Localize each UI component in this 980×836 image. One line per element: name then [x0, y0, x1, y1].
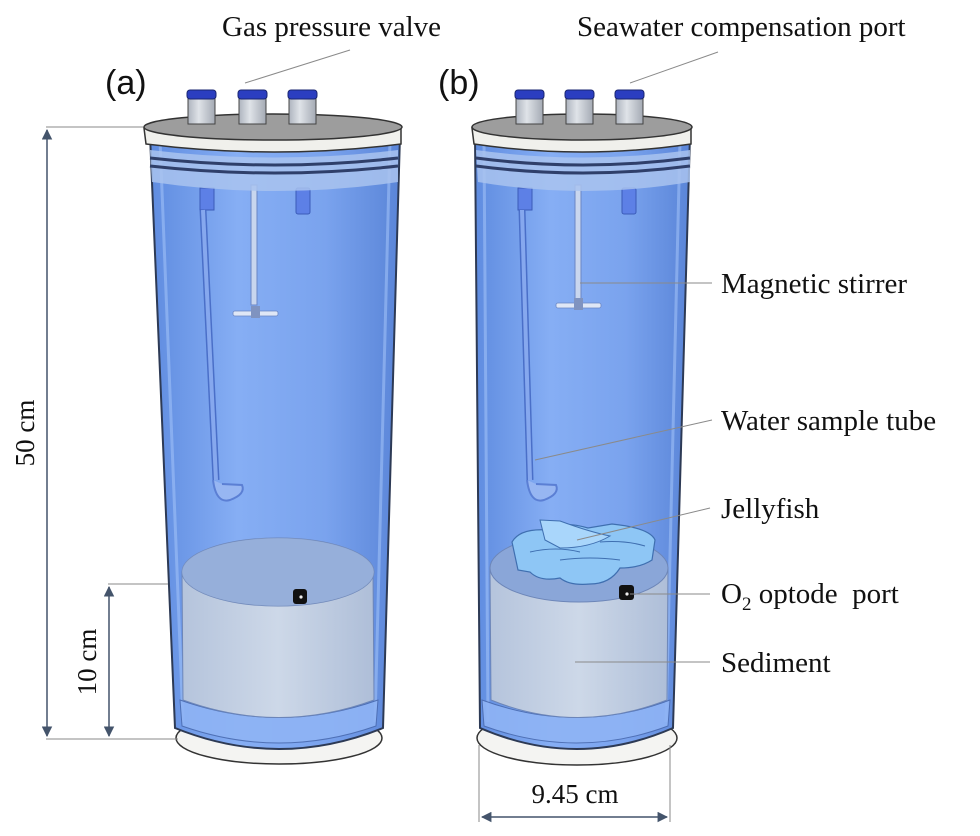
panel-label-a: (a)	[105, 64, 147, 102]
leader-gas-pressure-valve	[244, 49, 351, 84]
dimension-height	[41, 126, 178, 740]
label-o2-optode-port: O2 optode port	[721, 578, 899, 615]
dimension-diameter	[478, 745, 671, 823]
magnetic-stirrer-a	[232, 184, 279, 318]
port-fitting-b	[621, 187, 637, 215]
valves-b	[514, 89, 645, 125]
label-height-50cm: 50 cm	[10, 400, 40, 467]
sediment-a	[181, 537, 375, 718]
chamber-b	[471, 89, 693, 766]
panel-label-b: (b)	[438, 64, 480, 102]
dimension-sediment	[103, 583, 168, 738]
jellyfish-shape	[511, 519, 656, 585]
leader-lines	[244, 49, 719, 663]
label-height-10cm: 10 cm	[72, 629, 102, 696]
chamber-a	[143, 89, 403, 765]
o2-optode-b	[619, 585, 634, 600]
o2-optode-a	[293, 589, 307, 604]
label-gas-pressure-valve: Gas pressure valve	[222, 11, 441, 43]
water-sample-tube-b	[517, 187, 558, 502]
label-water-sample-tube: Water sample tube	[721, 405, 936, 437]
label-sediment: Sediment	[721, 647, 831, 679]
label-magnetic-stirrer: Magnetic stirrer	[721, 268, 907, 300]
water-sample-tube-a	[199, 187, 244, 502]
leader-seawater-port	[629, 51, 719, 84]
leader-jellyfish	[576, 507, 711, 541]
label-jellyfish: Jellyfish	[721, 493, 820, 525]
valves-a	[186, 89, 318, 125]
label-seawater-compensation-port: Seawater compensation port	[577, 11, 906, 43]
lid-a	[143, 113, 403, 153]
port-fitting-a	[295, 187, 311, 215]
leader-water-sample-tube	[534, 419, 713, 461]
label-diameter: 9.45 cm	[532, 779, 619, 809]
